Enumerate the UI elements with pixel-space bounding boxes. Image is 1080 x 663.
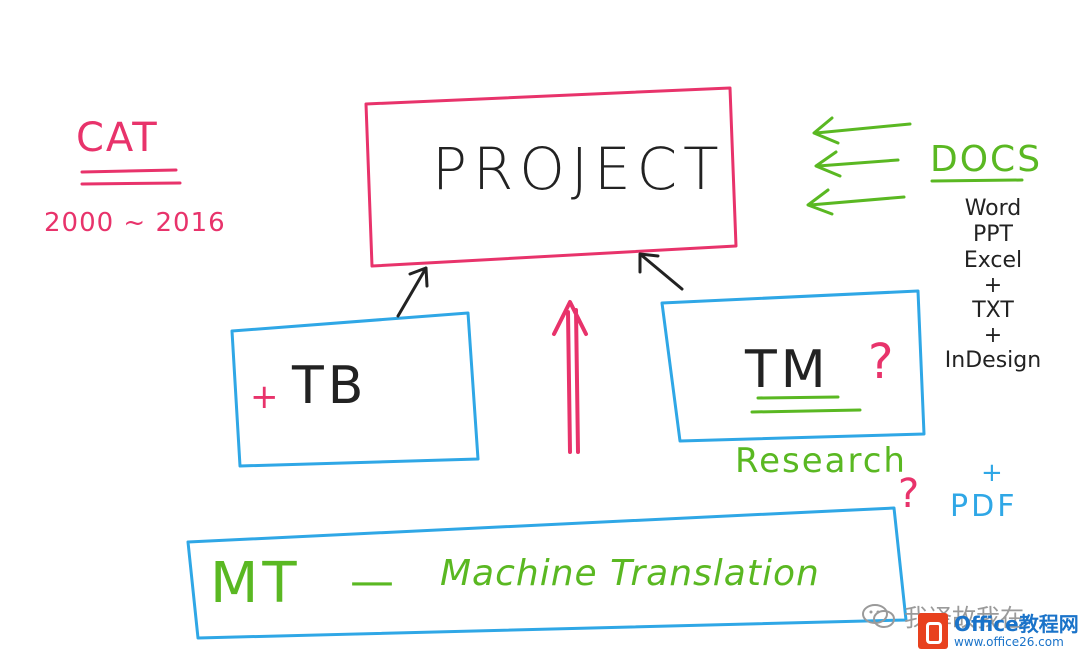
mt-arrow — [552, 300, 588, 454]
doc-item-txt: TXT — [972, 298, 1014, 323]
docs-arrows — [806, 116, 912, 216]
brand-name: Office教程网 — [954, 612, 1079, 636]
docs-underline — [930, 178, 1024, 183]
doc-item-word: Word — [964, 196, 1022, 221]
brand-badge: Office教程网 www.office26.com — [918, 613, 1079, 649]
doc-item-indesign: InDesign — [944, 348, 1042, 373]
year-range: 2000 ~ 2016 — [44, 208, 226, 238]
pdf-plus: + — [981, 458, 1003, 488]
wechat-logo-icon — [862, 603, 895, 628]
cat-underline — [80, 168, 182, 186]
docs-list: Word PPT Excel + TXT + InDesign — [938, 196, 1048, 374]
tm-box — [660, 289, 926, 443]
tb-arrow — [396, 266, 429, 318]
doc-plus: + — [983, 323, 1003, 348]
tm-label: TM — [745, 340, 830, 400]
doc-item-ppt: PPT — [973, 222, 1013, 247]
tm-question-mark: ? — [868, 334, 894, 390]
tm-underline — [750, 395, 862, 414]
brand-text: Office教程网 www.office26.com — [954, 613, 1079, 649]
doc-item-pdf: PDF — [950, 489, 1018, 524]
office-logo-icon — [918, 613, 948, 649]
mt-box — [186, 506, 908, 640]
mt-label: MT — [210, 551, 301, 616]
project-label: PROJECT — [432, 135, 725, 203]
tb-plus: + — [250, 377, 279, 417]
doc-item-excel: Excel — [963, 248, 1023, 273]
mt-dash: — — [350, 556, 394, 607]
project-box — [364, 86, 738, 268]
tb-box — [230, 311, 480, 468]
research-note: Research — [735, 441, 907, 481]
brand-url: www.office26.com — [954, 635, 1064, 649]
pdf-question-mark: ? — [898, 471, 920, 517]
tm-arrow — [638, 252, 684, 291]
doc-plus: + — [983, 273, 1003, 298]
docs-label: DOCS — [930, 139, 1043, 180]
mt-full-name: Machine Translation — [440, 553, 820, 594]
cat-title: CAT — [76, 115, 159, 161]
tb-label: TB — [292, 356, 368, 416]
